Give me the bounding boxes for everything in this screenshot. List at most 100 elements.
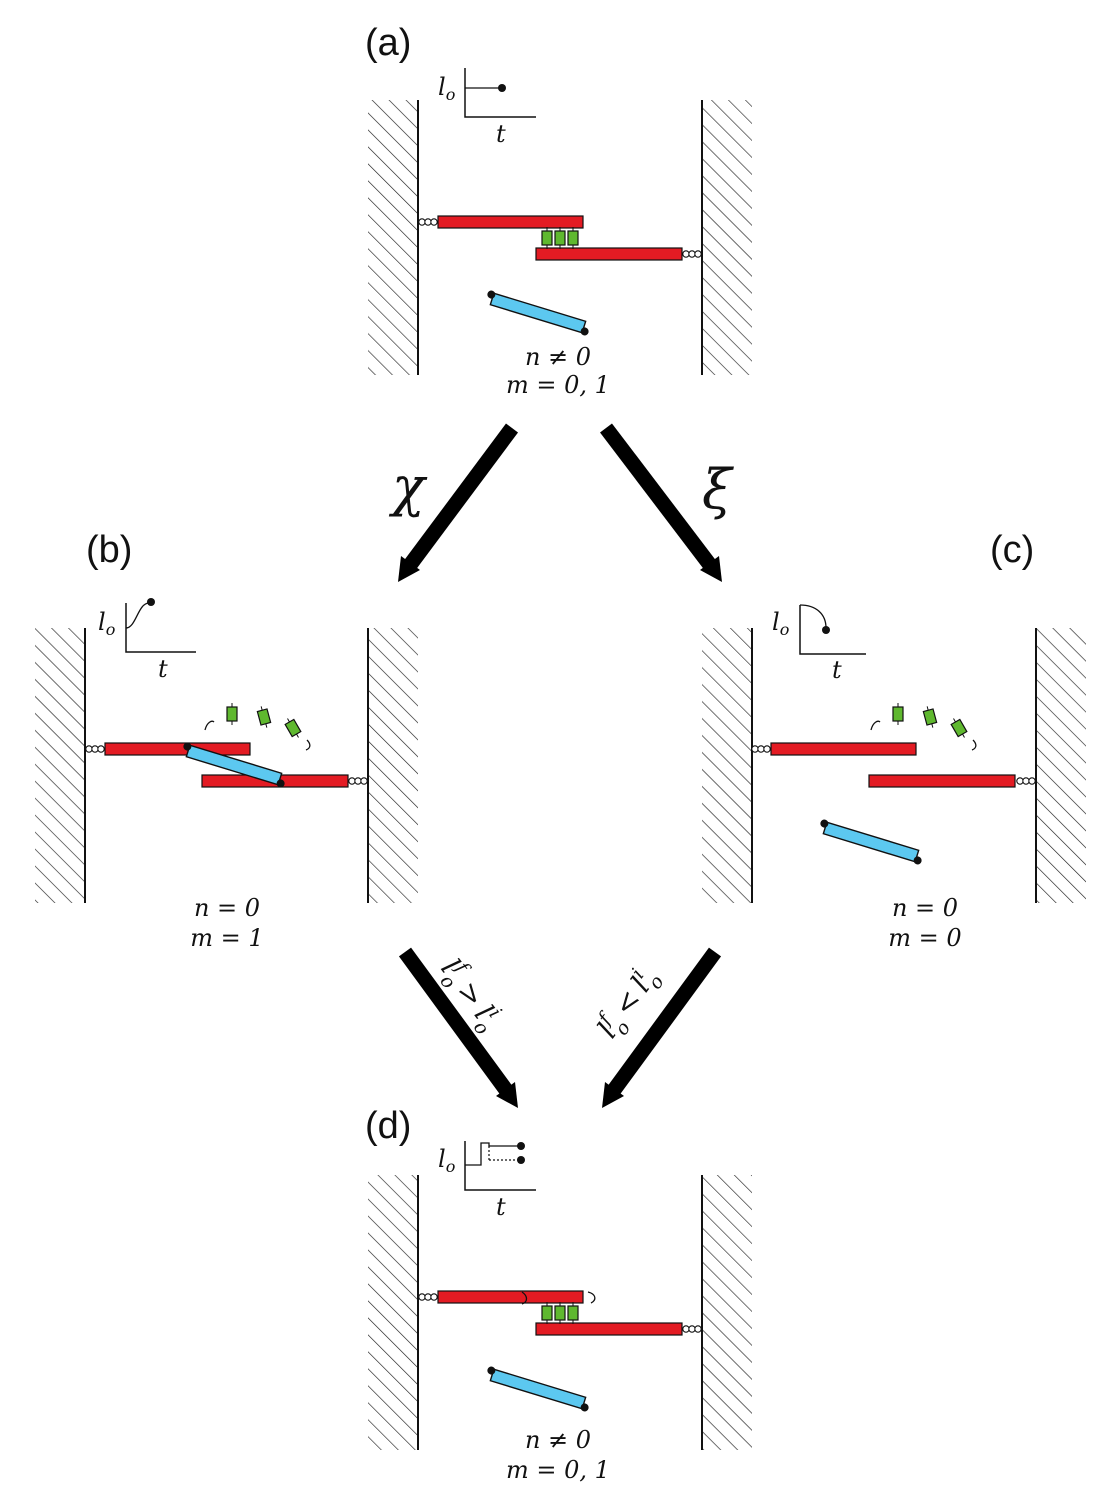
motor bbox=[892, 702, 904, 726]
panel-b-label: (b) bbox=[86, 529, 132, 571]
transition-xi-label: ξ bbox=[702, 458, 734, 521]
plot-axes bbox=[799, 605, 866, 655]
arrow-shaft bbox=[600, 423, 716, 570]
panel-a-length-plot: lo t bbox=[438, 68, 536, 148]
curl-arrow bbox=[305, 739, 311, 751]
plot-x-label: t bbox=[832, 656, 842, 684]
crosslinker-rod bbox=[489, 292, 587, 334]
crosslinker bbox=[820, 819, 922, 865]
right-spring bbox=[682, 250, 702, 258]
plot-curve bbox=[125, 602, 150, 629]
crosslinker bbox=[183, 742, 285, 788]
left-wall bbox=[368, 1175, 418, 1450]
crosslinker-rod bbox=[185, 744, 283, 786]
crosslinker-rod bbox=[822, 821, 920, 863]
panel-b: (b) lo t n = 0 m = 1 bbox=[35, 529, 418, 952]
plot-endpoint bbox=[147, 598, 155, 606]
panel-a: (a) lo t n ≠ 0 m = 0, 1 bbox=[365, 22, 752, 399]
panel-a-label: (a) bbox=[365, 22, 411, 64]
plot-x-label: t bbox=[496, 120, 506, 148]
panel-c-state-m: m = 0 bbox=[888, 924, 961, 952]
crosslinker bbox=[487, 1366, 589, 1412]
plot-x-label: t bbox=[158, 655, 168, 683]
arrow-shaft bbox=[607, 947, 722, 1095]
plot-endpoint bbox=[498, 84, 506, 92]
upper-filament bbox=[437, 215, 584, 229]
motor bbox=[921, 704, 939, 730]
plot-endpoint bbox=[517, 1142, 525, 1150]
panel-d-state-m: m = 0, 1 bbox=[506, 1456, 610, 1484]
panel-a-state-n: n ≠ 0 bbox=[525, 343, 591, 371]
transition-chi-label: χ bbox=[388, 455, 428, 518]
plot-y-label: lo bbox=[438, 1145, 455, 1176]
motor bbox=[541, 226, 553, 250]
arrow-a-to-b bbox=[398, 423, 519, 582]
crosslinker-head bbox=[913, 856, 922, 865]
upper-filament bbox=[770, 742, 917, 756]
panel-b-length-plot: lo t bbox=[98, 598, 196, 683]
curl-arrow bbox=[587, 1291, 596, 1304]
panel-a-state-m: m = 0, 1 bbox=[506, 371, 610, 399]
left-wall bbox=[35, 628, 85, 903]
right-wall bbox=[702, 1175, 752, 1450]
detaching-motors bbox=[204, 702, 311, 751]
detaching-motors bbox=[870, 702, 977, 751]
curl-arrow bbox=[204, 720, 215, 731]
arrow-head bbox=[700, 556, 722, 582]
curl-arrow bbox=[971, 739, 977, 751]
lower-filament bbox=[535, 247, 683, 261]
plot-y-label: lo bbox=[772, 608, 789, 639]
right-wall bbox=[368, 628, 418, 903]
panel-c-state-n: n = 0 bbox=[892, 894, 958, 922]
plot-curve-upper bbox=[465, 1142, 520, 1166]
panel-d-state-n: n ≠ 0 bbox=[525, 1426, 591, 1454]
curl-arrow bbox=[870, 720, 881, 731]
motor bbox=[282, 715, 304, 741]
motor bbox=[541, 1301, 553, 1325]
plot-axes bbox=[464, 68, 536, 118]
plot-x-label: t bbox=[496, 1193, 506, 1221]
right-wall bbox=[1036, 628, 1086, 903]
crosslinker-head bbox=[487, 290, 496, 299]
crosslinker bbox=[487, 290, 589, 336]
arrow-shaft bbox=[398, 947, 513, 1095]
left-spring bbox=[418, 1293, 438, 1301]
arrow-b-to-d bbox=[398, 947, 518, 1108]
crosslinker-head bbox=[487, 1366, 496, 1375]
upper-filament bbox=[437, 1290, 584, 1304]
crosslinker-head bbox=[276, 779, 285, 788]
crosslinker-head bbox=[580, 327, 589, 336]
left-spring bbox=[751, 745, 771, 753]
arrow-head bbox=[496, 1082, 518, 1108]
plot-endpoint bbox=[517, 1156, 525, 1164]
motor-cluster bbox=[521, 1291, 596, 1325]
crosslinker-head bbox=[580, 1403, 589, 1412]
right-spring bbox=[682, 1325, 702, 1333]
panel-c-length-plot: lo t bbox=[772, 604, 866, 684]
panel-d-length-plot: lo t bbox=[438, 1141, 536, 1221]
plot-y-label: lo bbox=[98, 608, 115, 639]
plot-y-label: lo bbox=[438, 73, 455, 104]
left-wall bbox=[702, 628, 752, 903]
plot-endpoint bbox=[822, 626, 830, 634]
arrow-head bbox=[602, 1082, 624, 1108]
right-wall bbox=[702, 100, 752, 375]
left-spring bbox=[85, 745, 105, 753]
panel-b-state-n: n = 0 bbox=[194, 894, 260, 922]
panel-c-label: (c) bbox=[990, 529, 1034, 571]
arrow-a-to-c bbox=[600, 423, 722, 582]
panel-b-state-m: m = 1 bbox=[190, 924, 263, 952]
panel-d: (d) lo t n bbox=[365, 1105, 752, 1484]
panel-d-label: (d) bbox=[365, 1105, 411, 1147]
crosslinker-rod bbox=[489, 1368, 587, 1410]
motor-cluster bbox=[541, 226, 579, 250]
motor bbox=[567, 1301, 579, 1325]
arrow-head bbox=[398, 556, 420, 582]
right-spring bbox=[348, 777, 368, 785]
crosslinker-head bbox=[183, 742, 192, 751]
motor bbox=[948, 715, 970, 741]
lower-filament bbox=[535, 1322, 683, 1336]
right-spring bbox=[1016, 777, 1036, 785]
motor bbox=[255, 704, 273, 730]
